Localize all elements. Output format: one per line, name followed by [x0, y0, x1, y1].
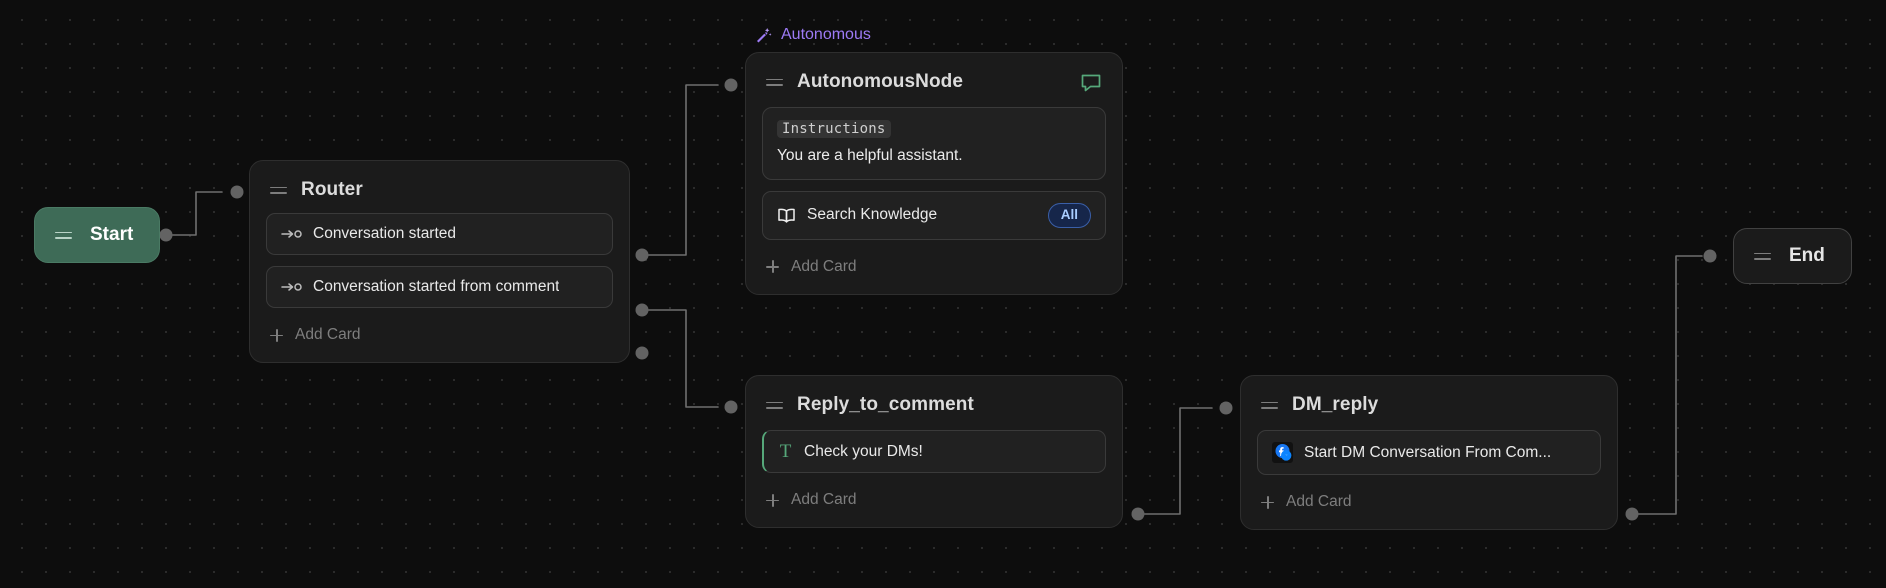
node-dm-body: Start DM Conversation From Com...: [1241, 430, 1617, 479]
knowledge-scope-badge[interactable]: All: [1047, 203, 1091, 228]
port-router-in: [230, 185, 244, 199]
instructions-tag: Instructions: [777, 120, 891, 138]
node-reply-to-comment[interactable]: Reply_to_comment T Check your DMs! Add C…: [745, 375, 1123, 528]
port-autonomous-in: [724, 78, 738, 92]
node-autonomous-header[interactable]: AutonomousNode: [746, 53, 1122, 107]
node-autonomous-body: Instructions You are a helpful assistant…: [746, 107, 1122, 244]
node-end[interactable]: End: [1733, 228, 1852, 284]
node-router-title: Router: [301, 179, 363, 200]
group-label-autonomous: Autonomous: [755, 26, 871, 44]
port-reply-out: [1131, 507, 1145, 521]
node-start[interactable]: Start: [34, 207, 161, 263]
edge-reply-to-dm: [1141, 407, 1213, 515]
reply-add-card-button[interactable]: Add Card: [746, 477, 1122, 527]
plus-icon: [766, 260, 779, 274]
port-router-out-3: [635, 346, 649, 360]
port-start-out: [159, 228, 173, 242]
reply-card-label: Check your DMs!: [804, 442, 923, 460]
router-card-conversation-started[interactable]: Conversation started: [266, 213, 613, 255]
router-add-card-button[interactable]: Add Card: [250, 312, 629, 362]
node-dm-reply[interactable]: DM_reply Start DM Conversation From Com.…: [1240, 375, 1618, 530]
node-autonomous-title: AutonomousNode: [797, 71, 964, 92]
reply-card-check-your-dms[interactable]: T Check your DMs!: [762, 430, 1106, 473]
port-router-out-2: [635, 303, 649, 317]
edge-start-to-router: [169, 191, 223, 236]
node-reply-title: Reply_to_comment: [797, 394, 974, 415]
drag-handle-icon[interactable]: [55, 230, 72, 241]
arrow-to-circle-icon: [281, 283, 302, 291]
drag-handle-icon[interactable]: [766, 400, 783, 411]
edge-dm-to-end: [1636, 255, 1703, 515]
group-label-text: Autonomous: [781, 26, 871, 43]
drag-handle-icon[interactable]: [270, 185, 287, 196]
autonomous-card-label: Search Knowledge: [807, 206, 938, 224]
port-router-out-1: [635, 248, 649, 262]
add-card-label: Add Card: [1286, 493, 1352, 510]
dm-add-card-button[interactable]: Add Card: [1241, 479, 1617, 529]
node-router-header[interactable]: Router: [250, 161, 629, 213]
chat-bubble-icon[interactable]: [1080, 71, 1102, 93]
port-dm-out: [1625, 507, 1639, 521]
autonomous-card-search-knowledge[interactable]: Search Knowledge All: [762, 191, 1106, 240]
drag-handle-icon[interactable]: [766, 77, 783, 88]
router-card-conversation-started-from-comment[interactable]: Conversation started from comment: [266, 266, 613, 308]
edge-router2-to-reply: [645, 309, 719, 408]
plus-icon: [766, 493, 779, 507]
router-card-label: Conversation started: [313, 225, 457, 242]
add-card-label: Add Card: [295, 326, 361, 343]
router-card-label: Conversation started from comment: [313, 278, 560, 295]
node-reply-header[interactable]: Reply_to_comment: [746, 376, 1122, 430]
autonomous-instructions-card[interactable]: Instructions You are a helpful assistant…: [762, 107, 1106, 180]
dm-card-start-dm-conversation[interactable]: Start DM Conversation From Com...: [1257, 430, 1601, 475]
facebook-messenger-icon: [1272, 442, 1293, 463]
port-dm-in: [1219, 401, 1233, 415]
node-autonomous[interactable]: AutonomousNode Instructions You are a he…: [745, 52, 1123, 295]
drag-handle-icon[interactable]: [1754, 251, 1771, 262]
dm-card-label: Start DM Conversation From Com...: [1304, 443, 1552, 461]
add-card-label: Add Card: [791, 491, 857, 508]
port-end-in: [1703, 249, 1717, 263]
open-book-icon: [778, 208, 795, 223]
node-reply-body: T Check your DMs!: [746, 430, 1122, 477]
node-dm-title: DM_reply: [1292, 394, 1379, 415]
drag-handle-icon[interactable]: [1261, 400, 1278, 411]
arrow-to-circle-icon: [281, 230, 302, 238]
edge-router1-to-autonomous: [645, 84, 719, 256]
plus-icon: [270, 328, 283, 342]
node-router-body: Conversation started Conversation starte…: [250, 213, 629, 312]
autonomous-add-card-button[interactable]: Add Card: [746, 244, 1122, 294]
node-start-label: Start: [90, 224, 134, 245]
add-card-label: Add Card: [791, 257, 857, 275]
node-dm-header[interactable]: DM_reply: [1241, 376, 1617, 430]
text-t-icon: T: [779, 441, 792, 462]
port-reply-in: [724, 400, 738, 414]
node-router[interactable]: Router Conversation started Conversation…: [249, 160, 630, 363]
node-end-label: End: [1789, 245, 1825, 266]
magic-wand-sparkles-icon: [757, 27, 772, 42]
instructions-text: You are a helpful assistant.: [777, 147, 963, 164]
plus-icon: [1261, 495, 1274, 509]
